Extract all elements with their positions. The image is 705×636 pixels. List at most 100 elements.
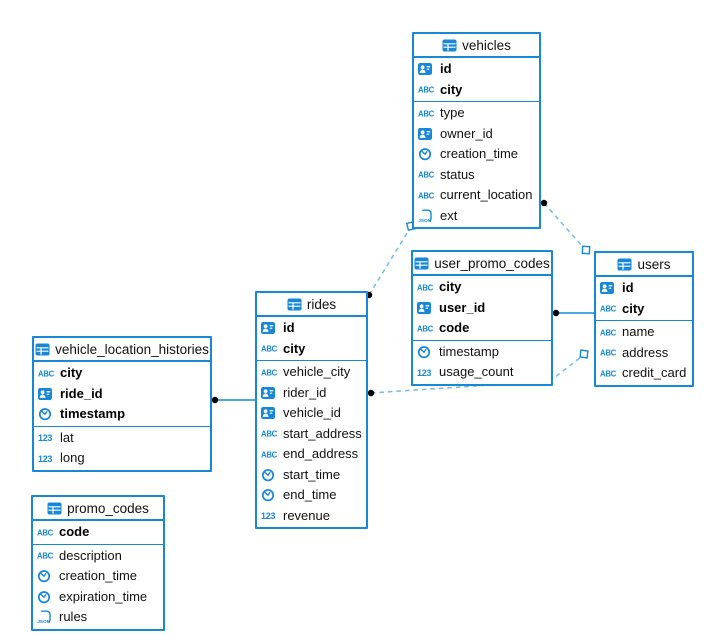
relation-dot-marker-user_promo_codes-to-users	[552, 309, 560, 317]
column-name: city	[622, 300, 645, 316]
svg-text:ABC: ABC	[261, 430, 278, 439]
column-vehicles-id[interactable]: id	[414, 59, 539, 80]
column-vehicles-status[interactable]: ABC status	[414, 165, 539, 186]
svg-text:ABC: ABC	[600, 349, 617, 358]
column-name: vehicle_city	[283, 364, 351, 380]
column-promo_codes-creation_time[interactable]: creation_time	[33, 566, 163, 587]
column-rides-rider_id[interactable]: rider_id	[257, 383, 366, 404]
column-name: credit_card	[622, 365, 687, 381]
svg-text:ABC: ABC	[418, 171, 435, 180]
table-grid-icon	[617, 258, 632, 271]
table-header-users[interactable]: users	[596, 253, 692, 277]
column-vehicles-creation_time[interactable]: creation_time	[414, 144, 539, 165]
abc-text-type-icon: ABC	[261, 427, 279, 441]
clock-type-icon	[261, 488, 279, 502]
svg-text:123: 123	[417, 368, 431, 378]
svg-text:ABC: ABC	[261, 450, 278, 459]
table-header-user_promo_codes[interactable]: user_promo_codes	[413, 252, 551, 276]
column-name: creation_time	[59, 568, 138, 584]
column-user_promo_codes-user_id[interactable]: user_id	[413, 298, 551, 319]
column-name: status	[440, 166, 475, 182]
svg-text:ABC: ABC	[417, 324, 434, 333]
relation-dot-marker-vehicle_location_histories-to-rides	[211, 396, 219, 404]
column-vehicle_location_histories-timestamp[interactable]: timestamp	[34, 404, 210, 425]
column-rides-end_time[interactable]: end_time	[257, 485, 366, 506]
column-users-id[interactable]: id	[596, 278, 692, 299]
table-name: users	[637, 256, 671, 272]
column-vehicle_location_histories-ride_id[interactable]: ride_id	[34, 384, 210, 405]
column-name: rules	[59, 609, 88, 625]
column-name: expiration_time	[59, 588, 148, 604]
column-user_promo_codes-timestamp[interactable]: timestamp	[413, 342, 551, 363]
abc-text-type-icon: ABC	[38, 366, 56, 380]
table-header-rides[interactable]: rides	[257, 293, 366, 317]
table-name: promo_codes	[67, 500, 149, 516]
table-header-promo_codes[interactable]: promo_codes	[33, 497, 163, 521]
table-header-vehicle_location_histories[interactable]: vehicle_location_histories	[34, 338, 210, 362]
id-card-type-icon	[600, 281, 618, 295]
svg-text:ABC: ABC	[600, 369, 617, 378]
column-rides-start_time[interactable]: start_time	[257, 465, 366, 486]
abc-text-type-icon: ABC	[417, 280, 435, 294]
abc-text-type-icon: ABC	[261, 342, 279, 356]
table-grid-icon	[35, 343, 50, 356]
id-card-type-icon	[261, 321, 279, 335]
clock-type-icon	[261, 468, 279, 482]
svg-text:ABC: ABC	[261, 345, 278, 354]
column-name: end_time	[283, 487, 337, 503]
column-promo_codes-expiration_time[interactable]: expiration_time	[33, 587, 163, 608]
column-rides-id[interactable]: id	[257, 318, 366, 339]
column-rides-vehicle_id[interactable]: vehicle_id	[257, 403, 366, 424]
table-header-vehicles[interactable]: vehicles	[414, 34, 539, 58]
svg-text:123: 123	[38, 454, 52, 464]
column-name: timestamp	[439, 343, 499, 359]
relation-dot-marker-vehicles-to-users	[540, 199, 548, 207]
table-grid-icon	[47, 502, 62, 515]
svg-text:123: 123	[261, 511, 275, 521]
123-number-type-icon: 123	[38, 451, 56, 465]
relation-dot-marker-rides-to-users	[367, 389, 375, 397]
column-name: owner_id	[440, 125, 493, 141]
relation-diamond-marker-rides-to-users	[579, 349, 589, 359]
123-number-type-icon: 123	[38, 431, 56, 445]
column-name: current_location	[440, 187, 533, 203]
id-card-type-icon	[418, 62, 436, 76]
column-vehicles-owner_id[interactable]: owner_id	[414, 124, 539, 145]
column-name: creation_time	[440, 146, 519, 162]
column-users-credit_card[interactable]: ABC credit_card	[596, 363, 692, 384]
table-grid-icon	[442, 39, 457, 52]
